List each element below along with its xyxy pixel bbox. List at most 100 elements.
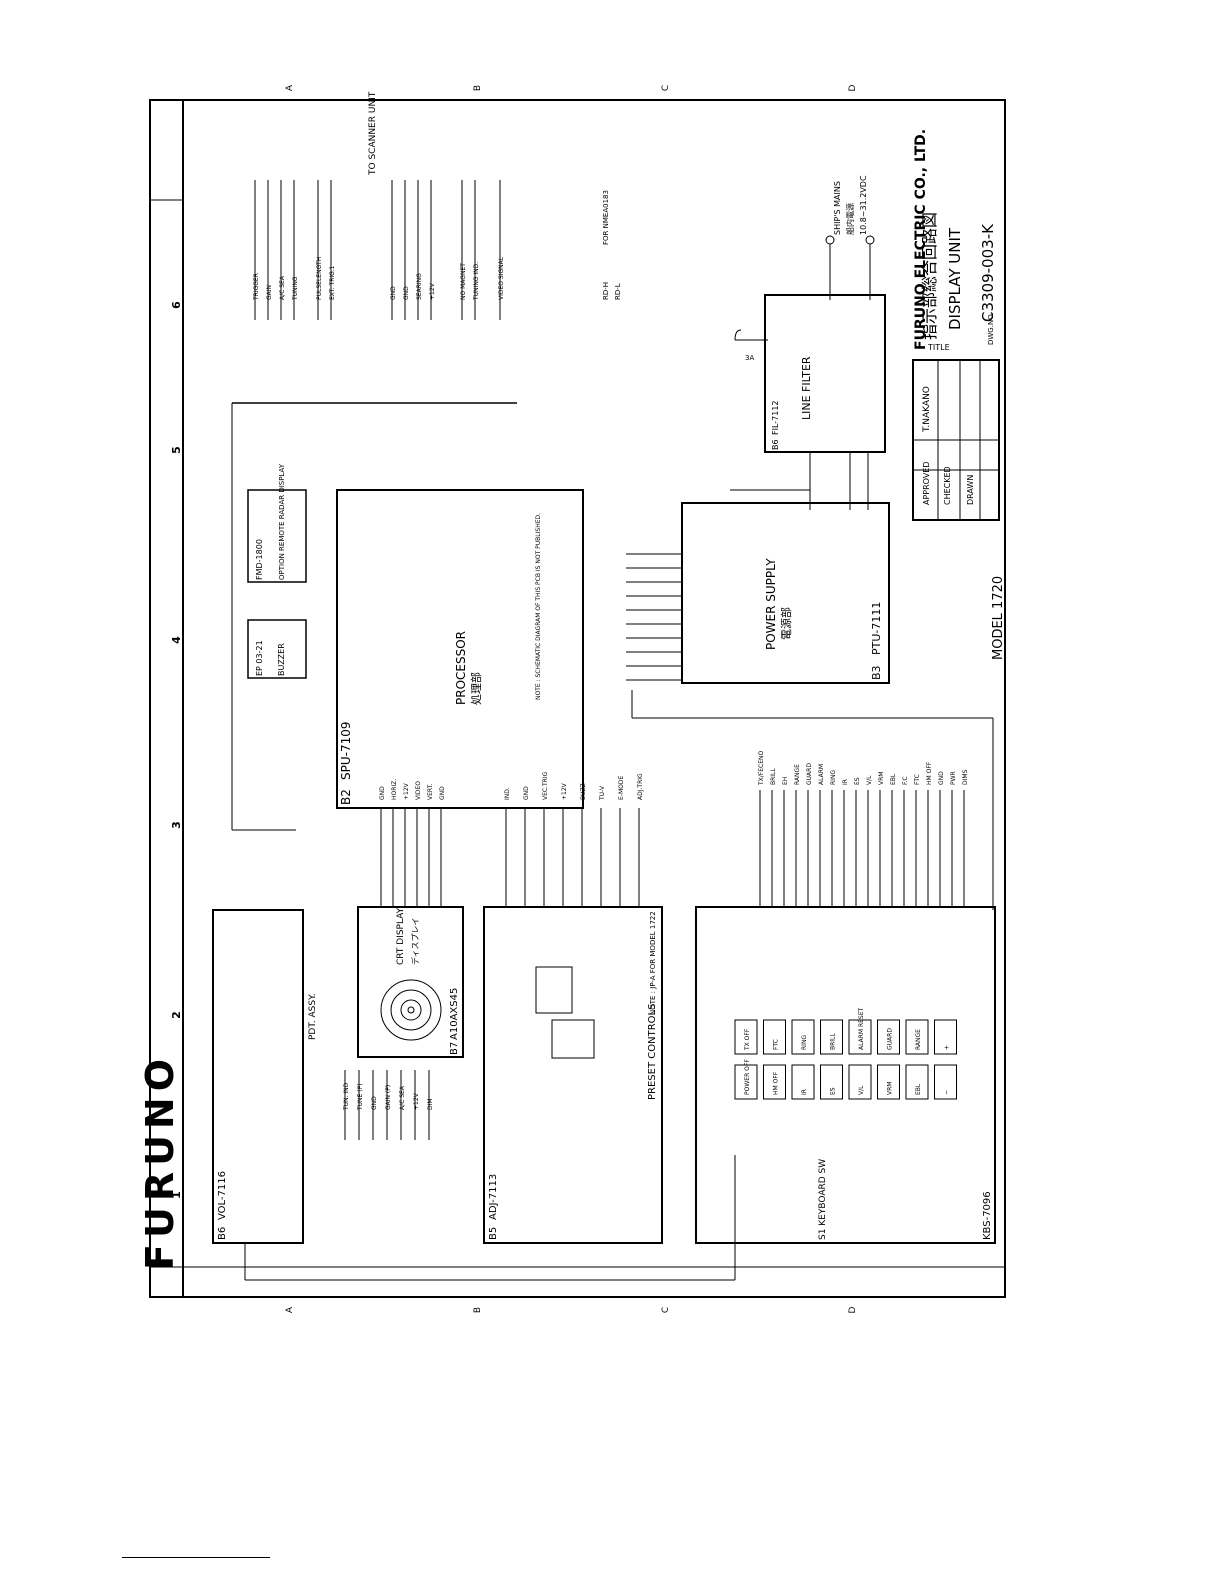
- adj-pin-label: +12V: [561, 782, 568, 800]
- title-en: DISPLAY UNIT: [946, 227, 964, 330]
- keyboard-pin-label: GUARD: [806, 763, 813, 785]
- keyboard-key: [734, 1064, 758, 1100]
- fuse-rating: 3A: [745, 354, 754, 362]
- power-name-en: POWER SUPPLY: [764, 558, 778, 650]
- keyboard-pin-label: ALARM: [818, 764, 825, 785]
- crt-pin-label: VERT.: [427, 783, 434, 800]
- keyboard-pin-label: F.C: [902, 776, 909, 785]
- adj-block: [483, 906, 663, 1244]
- keyboard-key: [848, 1019, 872, 1055]
- keyboard-name: S1 KEYBOARD SW: [818, 1159, 828, 1240]
- keyboard-key: [791, 1019, 815, 1055]
- keyboard-key-label: RANGE: [915, 1029, 922, 1050]
- keyboard-key: [877, 1019, 900, 1055]
- drawn-label: DRAWN: [966, 475, 975, 505]
- keyboard-key: [848, 1064, 872, 1100]
- keyboard-pin-label: EH: [782, 777, 789, 785]
- scanner-signal: VIDEO SIGNAL: [498, 256, 505, 300]
- scanner-signal: SEARING: [416, 273, 423, 300]
- power-part: PTU-7111: [870, 602, 883, 655]
- vol-name: PDT. ASSY.: [308, 993, 318, 1040]
- keyboard-pin-label: V/L: [866, 775, 873, 785]
- adj-pin-label: E-MODE: [618, 776, 625, 800]
- keyboard-key: [934, 1064, 957, 1100]
- adj-pin-label: ADJ.TRIG: [637, 773, 644, 800]
- filter-id: B6: [771, 439, 780, 450]
- keyboard-key: [820, 1019, 843, 1055]
- keyboard-key-label: ES: [830, 1087, 837, 1095]
- crt-block: [357, 906, 464, 1058]
- adj-name: PRESET CONTROLS: [647, 1004, 658, 1100]
- keyboard-key: [763, 1064, 786, 1100]
- nmea-pin: RD-H: [602, 282, 610, 300]
- scanner-signal: TUNING IND.: [473, 262, 480, 301]
- vol-part: VOL-7116: [217, 1171, 228, 1220]
- power-name-jp: 電源部: [779, 607, 793, 640]
- keyboard-key-label: ALARM RESET: [858, 1007, 865, 1050]
- keyboard-key-label: FTC: [773, 1039, 780, 1050]
- adj-pin-label: VEC.TRIG: [542, 771, 549, 800]
- crt-pin-label: +12V: [403, 782, 410, 800]
- zone-letter-top: C: [661, 85, 671, 91]
- scanner-signal: A/C SEA: [279, 275, 286, 300]
- power-supply-block: [681, 502, 890, 684]
- vol-pin-label: A/C SEA: [399, 1085, 406, 1110]
- vol-block: [212, 909, 304, 1244]
- model-label: MODEL 1720: [991, 576, 1006, 660]
- keyboard-key: [820, 1064, 843, 1100]
- keyboard-pin-label: PWR: [950, 771, 957, 785]
- dwg-number: C3309-003-K: [979, 223, 997, 322]
- keyboard-key: [734, 1019, 758, 1055]
- adj-note: NOTE : JP-A FOR MODEL 1722: [649, 911, 657, 1015]
- mains-jp: 船内電源: [845, 203, 855, 235]
- keyboard-key-label: V/L: [858, 1085, 865, 1095]
- scanner-signal: NO MAGNET: [460, 263, 467, 300]
- zone-letter-bottom: A: [285, 1306, 295, 1313]
- scanner-harness: [254, 180, 501, 320]
- adj-pin-label: GND: [523, 786, 530, 800]
- adj-harness: [505, 808, 640, 908]
- keyboard-pin-label: EBL: [890, 773, 897, 785]
- scanner-signal: TRIGGER: [253, 273, 260, 301]
- scanner-signal: GND: [403, 286, 410, 300]
- vol-pin-label: +12V: [413, 1092, 420, 1110]
- keyboard-key: [905, 1019, 929, 1055]
- processor-block: [336, 489, 584, 809]
- crt-harness: [380, 808, 442, 908]
- vol-id: B6: [217, 1227, 228, 1240]
- scanner-signal: EXT. TRIG.1: [329, 265, 336, 300]
- keyboard-pin-label: DIMS: [962, 769, 969, 785]
- keyboard-pin-label: RING: [830, 770, 837, 785]
- keyboard-pin-label: RANGE: [794, 764, 801, 785]
- zone-number: 2: [170, 1011, 183, 1019]
- filter-name: LINE FILTER: [800, 356, 813, 420]
- scanner-title: TO SCANNER UNIT: [368, 91, 378, 176]
- zone-number: 1: [170, 1191, 183, 1199]
- vol-pin-label: GND: [371, 1096, 378, 1110]
- scanner-signal: TUNING: [292, 276, 299, 301]
- keyboard-pin-label: ES: [854, 777, 861, 785]
- crt-name-jp: ディスプレイ: [410, 918, 420, 965]
- approved-name: T.NAKANO: [922, 386, 932, 433]
- buzzer-part: EP 03-21: [255, 640, 264, 676]
- remote-part: FMD-1800: [255, 539, 264, 580]
- keyboard-keys: [734, 1019, 957, 1100]
- crt-pin-label: GND: [439, 786, 446, 800]
- buzzer-name: BUZZER: [277, 643, 286, 676]
- scanner-signal: GND: [390, 286, 397, 300]
- vol-pin-label: TUN. IND: [343, 1082, 350, 1111]
- buzzer-block: [247, 619, 307, 679]
- keyboard-key-label: BRILL: [830, 1033, 837, 1050]
- vol-pin-label: DIM: [427, 1098, 434, 1110]
- keyboard-harness: [759, 790, 965, 908]
- processor-id: B2: [339, 789, 353, 805]
- zone-letter-bottom: B: [473, 1307, 483, 1313]
- keyboard-key-label: RING: [801, 1035, 808, 1050]
- zone-letter-top: D: [848, 84, 858, 91]
- keyboard-key: [877, 1064, 900, 1100]
- company-name: FURUNO ELECTRIC CO., LTD.: [913, 129, 929, 350]
- zone-number: 5: [170, 446, 183, 454]
- remote-name: OPTION REMOTE RADAR DISPLAY: [278, 463, 286, 580]
- processor-note: NOTE : SCHEMATIC DIAGRAM OF THIS PCB IS …: [535, 513, 542, 700]
